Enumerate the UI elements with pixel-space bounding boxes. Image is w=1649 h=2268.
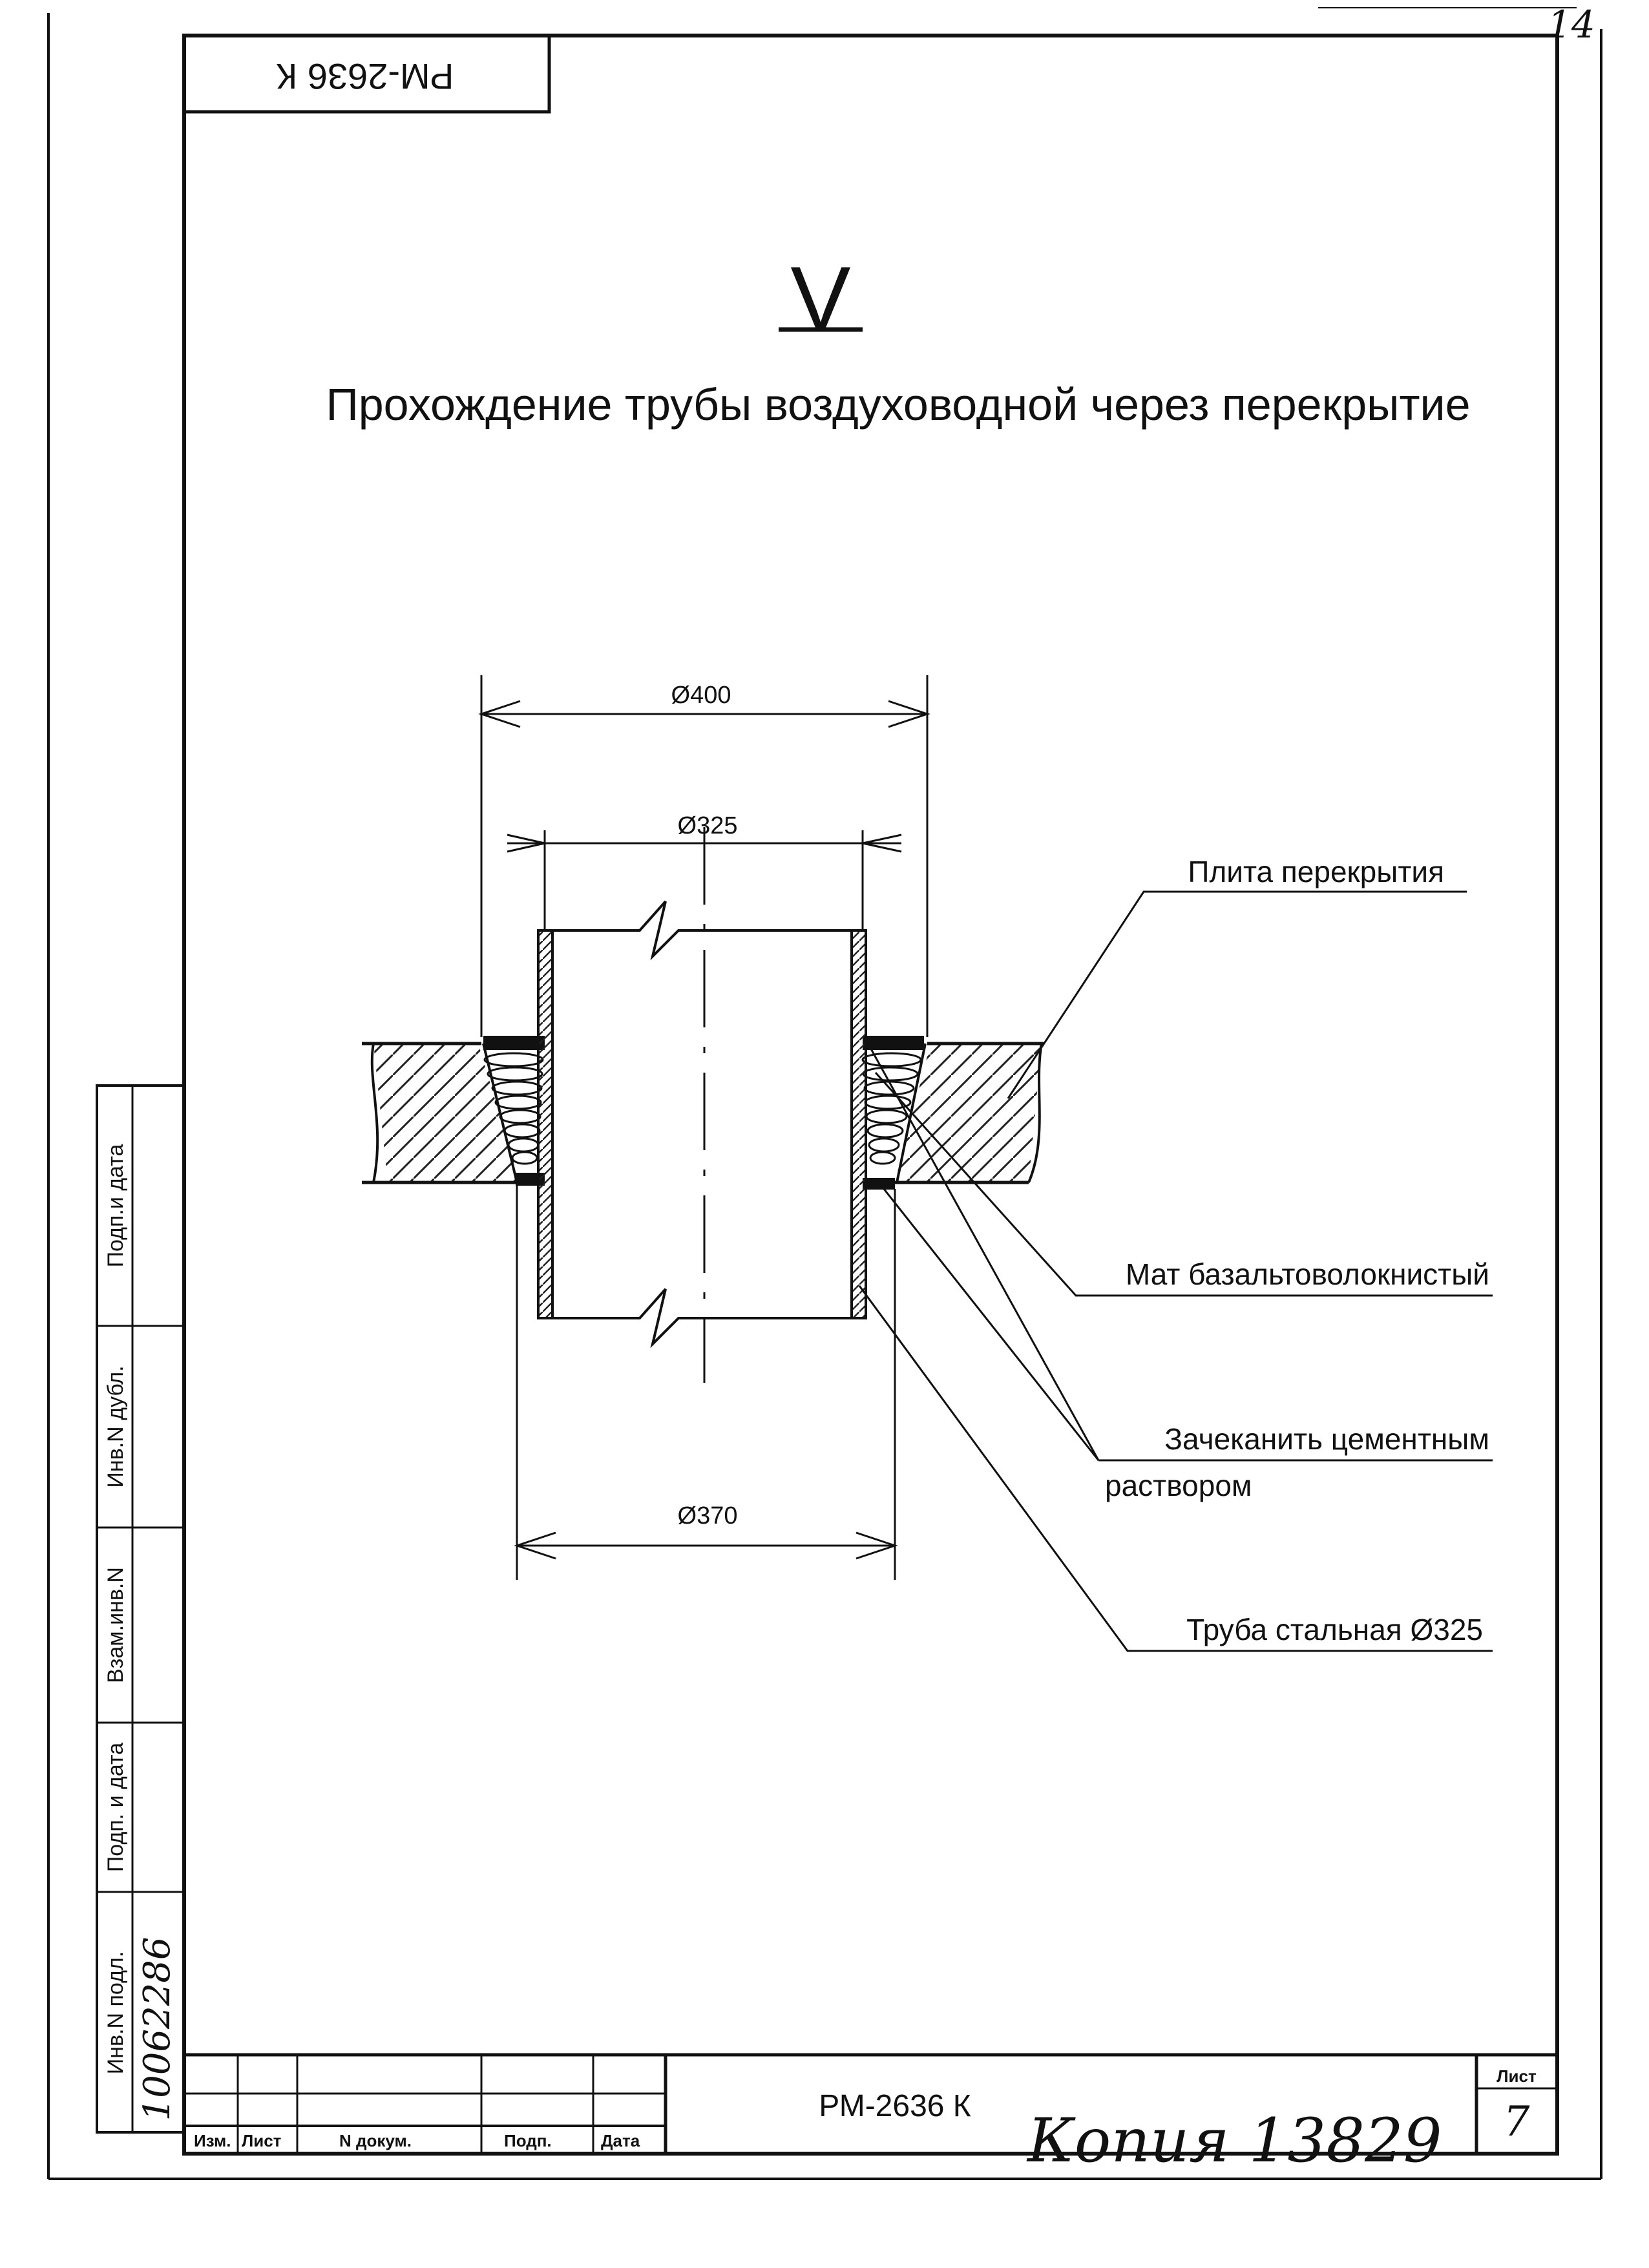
side-label-podp-data-2: Подп.и дата	[103, 1144, 128, 1267]
col-podp: Подп.	[504, 2131, 552, 2150]
section-numeral: V	[790, 247, 850, 349]
leader-slab	[1007, 890, 1467, 1099]
sheet-label: Лист	[1497, 2066, 1537, 2086]
leader-caulk-2	[877, 1182, 1100, 1461]
slab-right-hatch	[895, 1044, 1042, 1182]
pipe-wall-right	[850, 929, 867, 1319]
handwritten-inv-number: 10062286	[136, 1937, 178, 2121]
title-block-code: РМ-2636 К	[819, 2089, 971, 2123]
caulk-top-left	[483, 1036, 545, 1050]
side-label-vzam-inv: Взам.инв.N	[103, 1567, 128, 1683]
col-data: Дата	[601, 2131, 640, 2150]
dim-325-arrow-right	[862, 834, 902, 853]
leader-mat	[874, 1071, 1493, 1297]
leader-pipe	[858, 1285, 1493, 1652]
opening-left-edge	[482, 1043, 518, 1183]
dim-370-arrow-right	[856, 1531, 898, 1560]
stamp-code-inverted: РМ-2636 К	[276, 56, 454, 97]
dim-400-arrow-right	[888, 700, 930, 728]
dim-400-label: Ø400	[671, 682, 731, 709]
pipe-break-top	[538, 900, 866, 961]
dim-400-arrow-left	[478, 700, 521, 728]
pipe-break-bottom	[538, 1288, 866, 1349]
callout-pipe: Труба стальная Ø325	[1186, 1613, 1483, 1646]
dim-325-arrow-left	[507, 834, 545, 853]
side-label-inv-dubl: Инв.N дубл.	[103, 1365, 128, 1487]
pipe-wall-left	[537, 929, 554, 1319]
callout-mat: Мат базальтоволокнистый	[1126, 1257, 1489, 1291]
side-label-inv-podl: Инв.N подл.	[103, 1951, 128, 2074]
dim-370-arrow-left	[514, 1531, 556, 1560]
stamp-box	[182, 34, 551, 114]
callout-slab: Плита перекрытия	[1188, 855, 1444, 888]
callout-caulk-line2: раствором	[1105, 1469, 1252, 1502]
caulk-top-right	[863, 1036, 924, 1050]
side-label-podp-data: Подп. и дата	[103, 1743, 128, 1872]
side-strip: Инв.N подл. Подп. и дата Взам.инв.N Инв.…	[96, 1084, 185, 2134]
col-izm: Изм.	[194, 2131, 231, 2150]
dim-325-label: Ø325	[678, 812, 738, 839]
callout-caulk-line1: Зачеканить цементным	[1164, 1422, 1489, 1456]
corner-page-number: 14	[1548, 3, 1595, 47]
col-n-dokum: N докум.	[339, 2131, 412, 2150]
dim-370-label: Ø370	[678, 1502, 738, 1529]
leader-caulk-1	[868, 1045, 1100, 1461]
sheet-number: 7	[1504, 2098, 1530, 2146]
slab-right-break	[1027, 1043, 1043, 1183]
drawing-title: Прохождение трубы воздуховодной через пе…	[326, 379, 1470, 430]
handwritten-copy-note: Копия 13829	[1026, 2106, 1442, 2176]
section-drawing: Ø400 Ø325 Ø370 Плита перекрытия Мат база…	[362, 675, 1493, 1652]
col-list: Лист	[242, 2131, 282, 2150]
slab-left-hatch	[373, 1044, 520, 1182]
slab-left-break	[370, 1043, 379, 1183]
title-block: Изм. Лист N докум. Подп. Дата РМ-2636 К …	[184, 2053, 1557, 2176]
